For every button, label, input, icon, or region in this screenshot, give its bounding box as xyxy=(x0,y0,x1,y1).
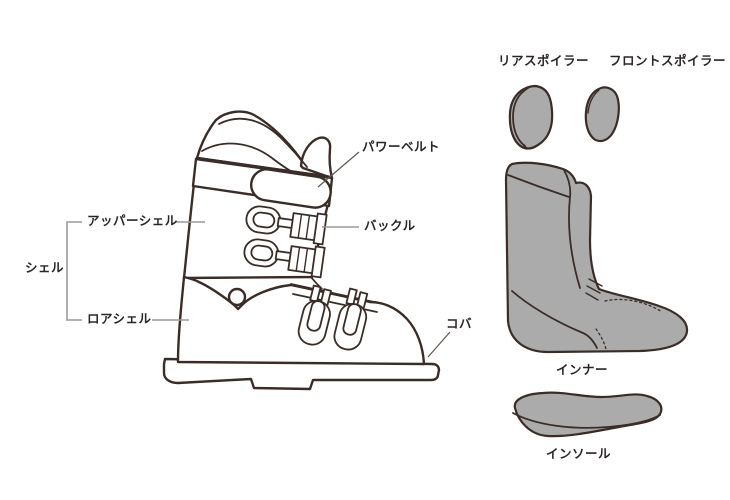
boot-collar xyxy=(195,110,333,179)
collar-roll-line xyxy=(218,117,308,168)
label-inner-liner: インナー xyxy=(556,363,609,377)
front-spoiler-drawing xyxy=(584,86,620,143)
foot-buckle-1 xyxy=(297,284,332,346)
label-buckle: バックル xyxy=(364,219,416,233)
label-edge: コバ xyxy=(446,317,473,331)
label-lower-shell: ロアシェル xyxy=(87,312,152,326)
shell-bracket xyxy=(66,221,82,321)
ski-boot-shell-drawing xyxy=(162,110,441,391)
leader-lines xyxy=(66,151,451,358)
label-upper-shell: アッパーシェル xyxy=(87,214,178,228)
label-front-spoiler: フロントスポイラー xyxy=(609,54,727,68)
liner-tongue-hatch xyxy=(585,278,603,301)
edge-leader xyxy=(427,331,451,358)
foot-buckle-2 xyxy=(333,287,369,351)
cuff-buckle-upper xyxy=(245,205,328,246)
rear-spoiler-drawing xyxy=(508,84,554,150)
label-shell: シェル xyxy=(25,261,65,275)
inner-liner-drawing xyxy=(504,161,689,354)
insole-drawing xyxy=(512,391,663,438)
power-belt-strap xyxy=(191,157,334,209)
label-insole: インソール xyxy=(546,447,612,461)
cuff-rivet xyxy=(227,287,247,307)
label-power-belt: パワーベルト xyxy=(362,140,441,154)
boot-sole xyxy=(162,357,441,391)
cuff-buckle-lower xyxy=(243,238,326,279)
boot-tongue-fin xyxy=(299,136,334,180)
power-belt-leader xyxy=(317,151,360,188)
label-rear-spoiler: リアスポイラー xyxy=(498,54,590,68)
